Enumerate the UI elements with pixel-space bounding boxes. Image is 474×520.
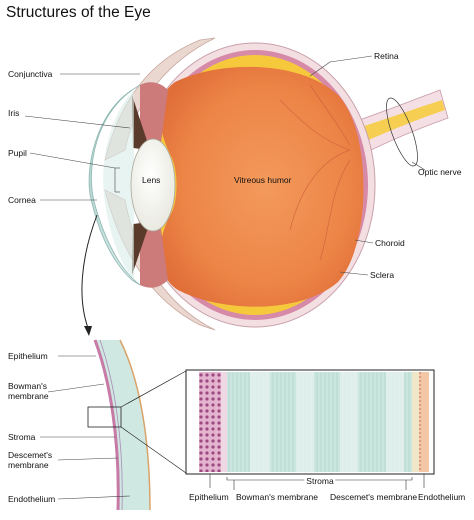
leader-lines xyxy=(24,55,426,276)
label-conjunctiva: Conjunctiva xyxy=(8,69,53,79)
label-pupil: Pupil xyxy=(8,148,27,158)
label-optic-nerve: Optic nerve xyxy=(418,167,462,177)
label-vitreous-humor: Vitreous humor xyxy=(234,175,292,185)
arrow-head xyxy=(84,326,92,336)
optic-nerve-shape xyxy=(344,89,449,167)
ciliary-body xyxy=(132,82,168,288)
label-cornea: Cornea xyxy=(8,195,36,205)
label-lens: Lens xyxy=(142,175,161,185)
strip-label-descemets-membrane: Descemet's membrane xyxy=(330,492,418,502)
detail-label-stroma: Stroma xyxy=(8,432,36,442)
detail-arrow xyxy=(81,214,98,329)
strip-label-bowmans-membrane: Bowman's membrane xyxy=(236,492,318,502)
label-sclera: Sclera xyxy=(370,270,395,280)
cornea-shape xyxy=(88,84,141,286)
detail-leader-lines xyxy=(40,355,131,500)
vitreous-body xyxy=(159,66,364,307)
lens-shape xyxy=(130,138,176,232)
detail-label-endothelium: Endothelium xyxy=(8,494,56,504)
label-iris: Iris xyxy=(8,108,20,118)
strip-label-stroma: Stroma xyxy=(304,476,336,486)
retinal-vessels xyxy=(279,84,351,261)
strip-label-epithelium: Epithelium xyxy=(189,492,229,502)
detail-label-epithelium: Epithelium xyxy=(8,351,48,361)
cornea-layers-strip xyxy=(185,369,435,475)
label-choroid: Choroid xyxy=(375,238,405,248)
strip-label-endothelium: Endothelium xyxy=(418,492,466,502)
label-retina: Retina xyxy=(374,51,399,61)
detail-label-bowmans-membrane: Bowman's membrane xyxy=(8,381,49,401)
detail-label-descemets-membrane: Descemet's membrane xyxy=(8,450,53,470)
cornea-detail-arc xyxy=(87,339,187,511)
page-title: Structures of the Eye xyxy=(6,4,151,21)
